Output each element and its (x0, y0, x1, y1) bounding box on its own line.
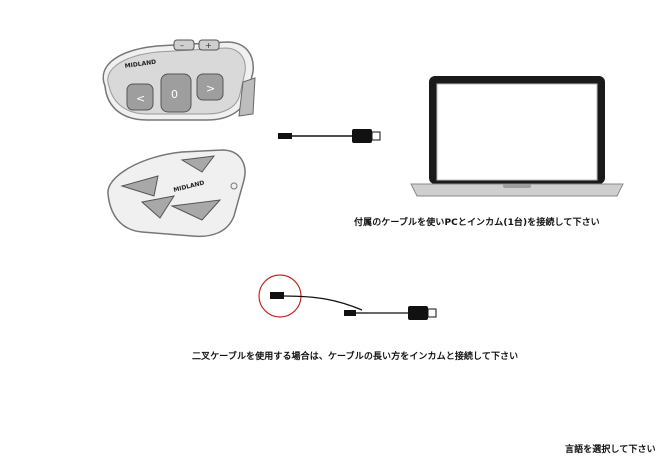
svg-text:+: + (205, 41, 212, 50)
instruction-panel: – + MIDLAND < 0 > MIDLAND 付属のケーブルを使いPCとイ… (12, 10, 658, 459)
caption-connect: 付属のケーブルを使いPCとインカム(1台)を接続して下さい (354, 218, 600, 228)
caption-language: 言語を選択して下さい (565, 445, 656, 455)
caption-splitter: 二叉ケーブルを使用する場合は、ケーブルの長い方をインカムと接続して下さい (192, 352, 519, 362)
intercom-device-angle: MIDLAND (107, 149, 246, 238)
laptop-icon (410, 76, 624, 197)
y-cable-icon (258, 274, 437, 320)
svg-text:–: – (180, 41, 184, 50)
button-left: < (136, 92, 145, 105)
intercom-device-front: – + MIDLAND < 0 > (102, 39, 256, 121)
button-right: > (206, 82, 215, 95)
brand-logo-upper: MIDLAND (124, 59, 156, 70)
button-center: 0 (171, 88, 178, 101)
usb-cable-icon (278, 129, 381, 143)
